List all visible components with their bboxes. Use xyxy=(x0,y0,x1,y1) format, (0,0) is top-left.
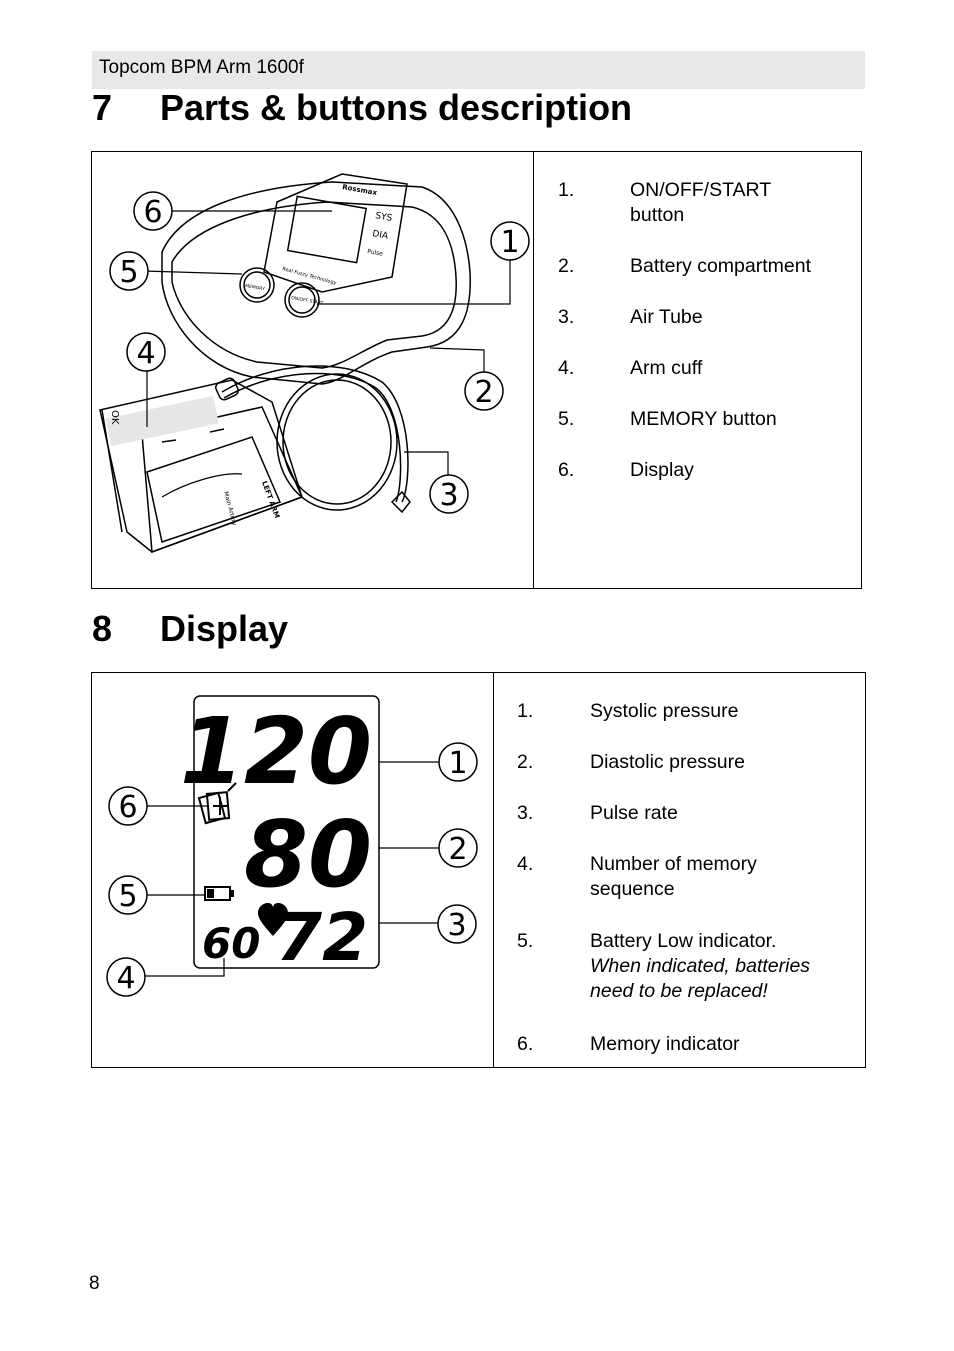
svg-text:2: 2 xyxy=(448,832,467,867)
callout-6: 6 xyxy=(133,191,173,231)
memory-button-label: MEMORY xyxy=(245,283,266,292)
svg-text:4: 4 xyxy=(116,961,135,996)
document-title: Topcom BPM Arm 1600f xyxy=(99,57,304,78)
list-item: 1. Systolic pressure xyxy=(517,700,739,722)
list-item: 5. MEMORY button xyxy=(558,408,777,430)
svg-text:1: 1 xyxy=(500,225,519,260)
list-item: 6. Memory indicator xyxy=(517,1033,740,1055)
svg-text:5: 5 xyxy=(119,255,138,290)
memory-icon xyxy=(197,782,237,825)
section-title: Parts & buttons description xyxy=(160,87,633,128)
callout-6: 6 xyxy=(108,786,148,826)
callout-2: 2 xyxy=(464,371,504,411)
display-list: 1. Systolic pressure 2. Diastolic pressu… xyxy=(517,699,857,1083)
section-number: 8 xyxy=(92,608,113,649)
parts-illustration: Rossmax SYS DIA Pulse Real Fuzzy Technol… xyxy=(99,173,530,554)
list-item: 2. Battery compartment xyxy=(558,255,811,277)
callout-1: 1 xyxy=(490,221,530,261)
arm-drawing xyxy=(161,473,243,498)
callout-2: 2 xyxy=(438,828,478,868)
svg-text:6: 6 xyxy=(118,790,137,825)
display-illustration: 120 80 72 60 1 xyxy=(106,695,478,997)
list-item: 3. Pulse rate xyxy=(517,802,678,824)
svg-text:3: 3 xyxy=(447,908,466,943)
monitor-body xyxy=(161,173,471,385)
list-item: 2. Diastolic pressure xyxy=(517,751,745,773)
section-title: Display xyxy=(160,608,289,649)
list-item: 5. Battery Low indicator. When indicated… xyxy=(517,930,811,1002)
leader-lines xyxy=(145,761,439,977)
svg-text:6: 6 xyxy=(143,195,162,230)
svg-text:1: 1 xyxy=(448,746,467,781)
leader-lines xyxy=(143,210,511,494)
diastolic-value: 80 xyxy=(244,801,372,908)
ok-label: OK xyxy=(109,410,120,425)
heart-icon xyxy=(258,903,288,936)
list-item: 6. Display xyxy=(558,459,694,481)
display-table: 120 80 72 60 1 xyxy=(91,672,866,1068)
brand-label: Rossmax xyxy=(342,183,378,197)
svg-text:5: 5 xyxy=(118,879,137,914)
page-number: 8 xyxy=(89,1273,100,1294)
callout-1: 1 xyxy=(438,742,478,782)
parts-table: Rossmax SYS DIA Pulse Real Fuzzy Technol… xyxy=(91,151,862,589)
arm-cuff xyxy=(99,379,304,554)
list-item: 3. Air Tube xyxy=(558,306,703,328)
systolic-value: 120 xyxy=(180,698,372,805)
list-item: 4. Arm cuff xyxy=(558,357,703,379)
svg-text:3: 3 xyxy=(439,478,458,513)
list-item: 1. ON/OFF/START button xyxy=(558,179,771,226)
lcd-screen xyxy=(193,695,380,969)
battery-low-note: When indicated, batteries need to be rep… xyxy=(590,955,811,1002)
section-number: 7 xyxy=(92,87,113,128)
callout-5: 5 xyxy=(108,875,148,915)
air-tube xyxy=(215,365,411,514)
left-arm-label: LEFT ARM xyxy=(260,480,281,519)
table-divider xyxy=(493,673,494,1067)
section-7-heading: 7 Parts & buttons description xyxy=(92,87,632,129)
callout-3: 3 xyxy=(429,474,469,514)
callout-4: 4 xyxy=(126,332,166,372)
callout-4: 4 xyxy=(106,957,146,997)
table-divider xyxy=(533,152,534,588)
battery-low-icon xyxy=(204,886,234,901)
fuzzy-label: Real Fuzzy Technology xyxy=(281,266,337,286)
memory-sequence-value: 60 xyxy=(202,919,260,968)
onoff-button-label: ON/OFF START xyxy=(291,295,324,307)
battery-low-text: Battery Low indicator. xyxy=(590,930,777,952)
svg-text:2: 2 xyxy=(474,375,493,410)
pulse-label: Pulse xyxy=(367,248,384,258)
header-bar: Topcom BPM Arm 1600f xyxy=(92,51,865,89)
section-8-heading: 8 Display xyxy=(92,608,288,650)
pulse-value: 72 xyxy=(276,899,368,976)
callout-3: 3 xyxy=(437,904,477,944)
list-item: 4. Number of memory sequence xyxy=(517,853,757,900)
sys-label: SYS xyxy=(374,211,393,224)
callout-5: 5 xyxy=(109,251,149,291)
dia-label: DIA xyxy=(371,229,389,242)
svg-text:4: 4 xyxy=(136,336,155,371)
parts-list: 1. ON/OFF/START button 2. Battery compar… xyxy=(558,178,858,509)
